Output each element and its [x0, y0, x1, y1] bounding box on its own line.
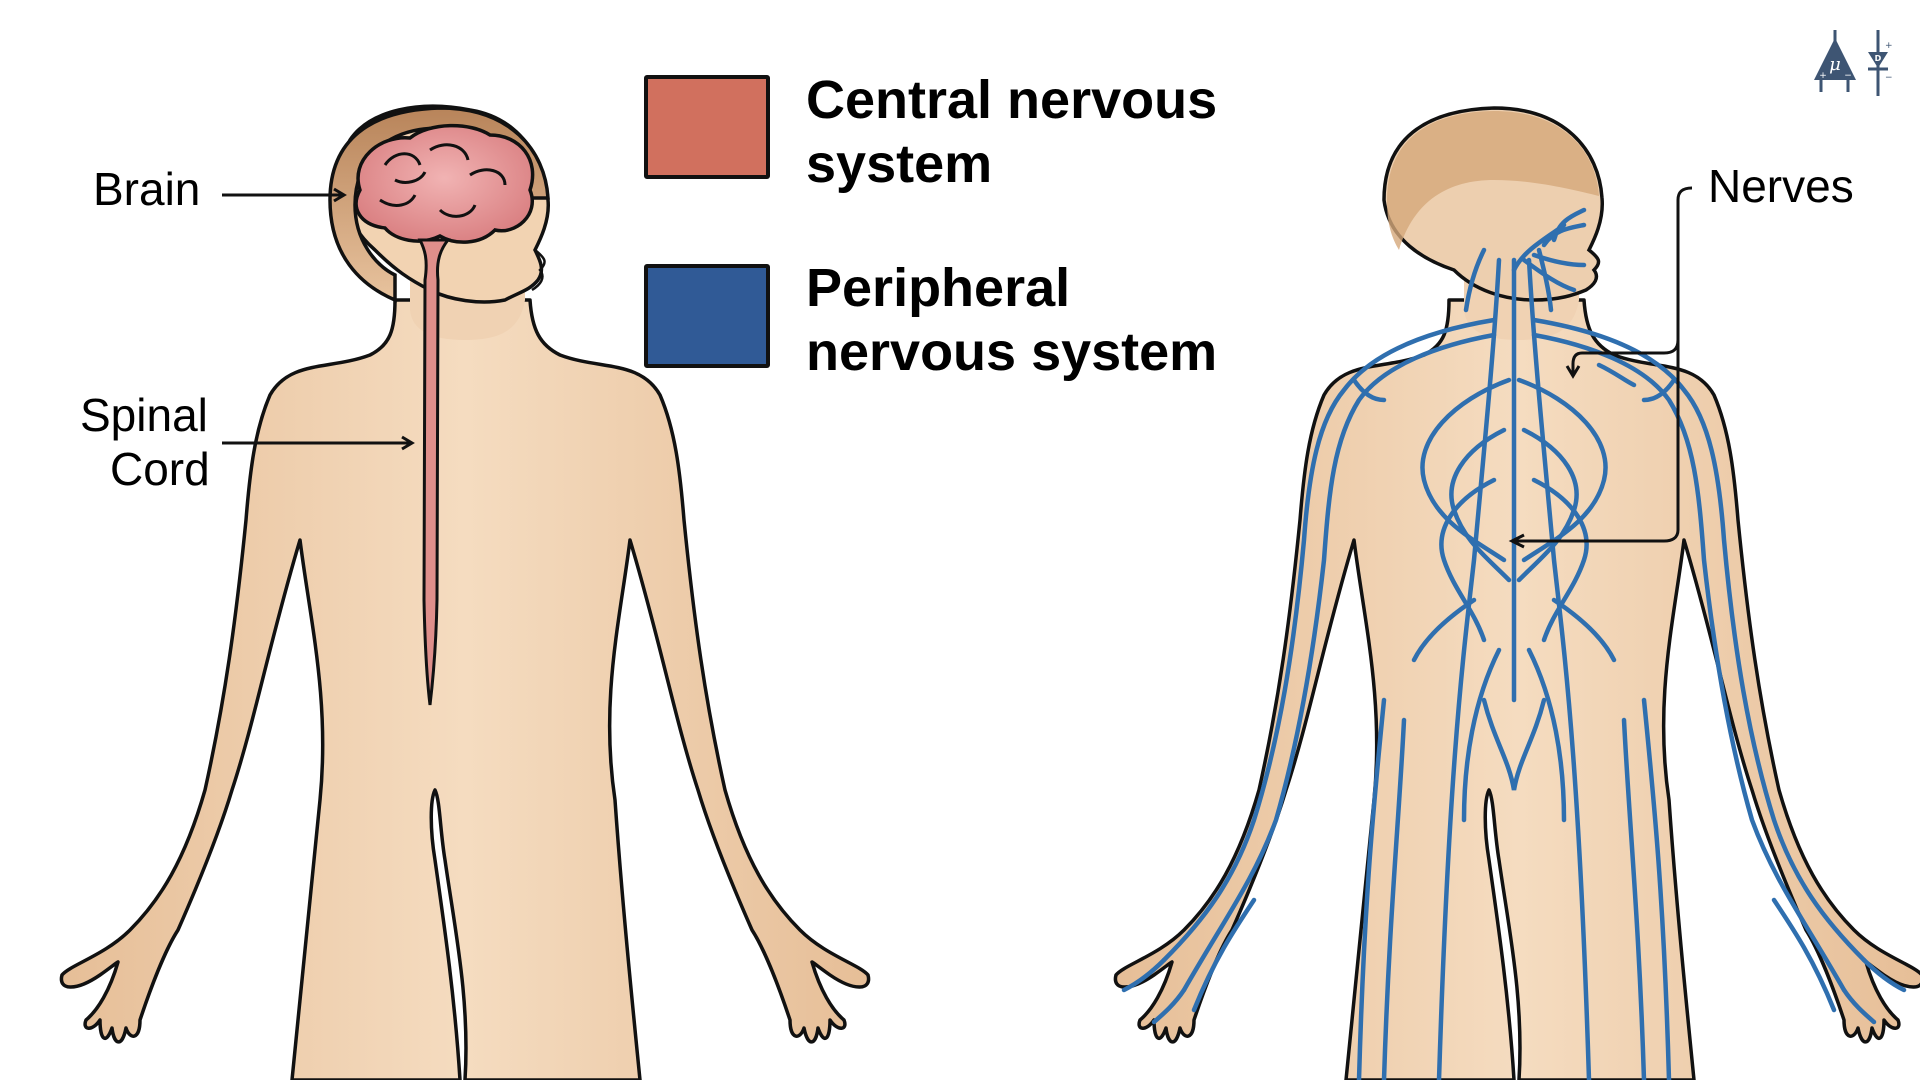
pns-legend-swatch: [644, 264, 770, 368]
nerves-label: Nerves: [1708, 160, 1854, 212]
spinal-cord: [417, 238, 452, 706]
brain-arrow: [222, 187, 347, 203]
brain-label: Brain: [93, 163, 201, 215]
logo-diode-d: D: [1875, 54, 1882, 63]
svg-text:+: +: [1819, 71, 1827, 81]
pns-legend-line2: nervous system: [806, 322, 1218, 382]
right-body: [1113, 106, 1920, 1080]
pns-legend-line1: Peripheral: [806, 258, 1071, 318]
nerves: [1121, 207, 1907, 1080]
cns-legend-swatch: [644, 75, 770, 179]
spinal-cord-label-line2: Cord: [110, 443, 210, 495]
svg-text:−: −: [1885, 73, 1893, 83]
left-body: [59, 104, 871, 1080]
spinal-cord-arrow: [222, 435, 415, 451]
svg-text:+: +: [1885, 41, 1893, 51]
pns-legend-label: Peripheral nervous system: [806, 256, 1217, 384]
logo-icon: μ + − D + −: [1814, 30, 1893, 96]
cns-legend-line2: system: [806, 134, 993, 194]
svg-text:−: −: [1844, 71, 1852, 81]
nerves-bracket: [1508, 186, 1693, 549]
cns-legend-label: Central nervous system: [806, 68, 1217, 196]
spinal-cord-label-line1: Spinal: [80, 389, 208, 441]
logo-mu: μ: [1829, 54, 1841, 75]
cns-legend-line1: Central nervous: [806, 70, 1218, 130]
